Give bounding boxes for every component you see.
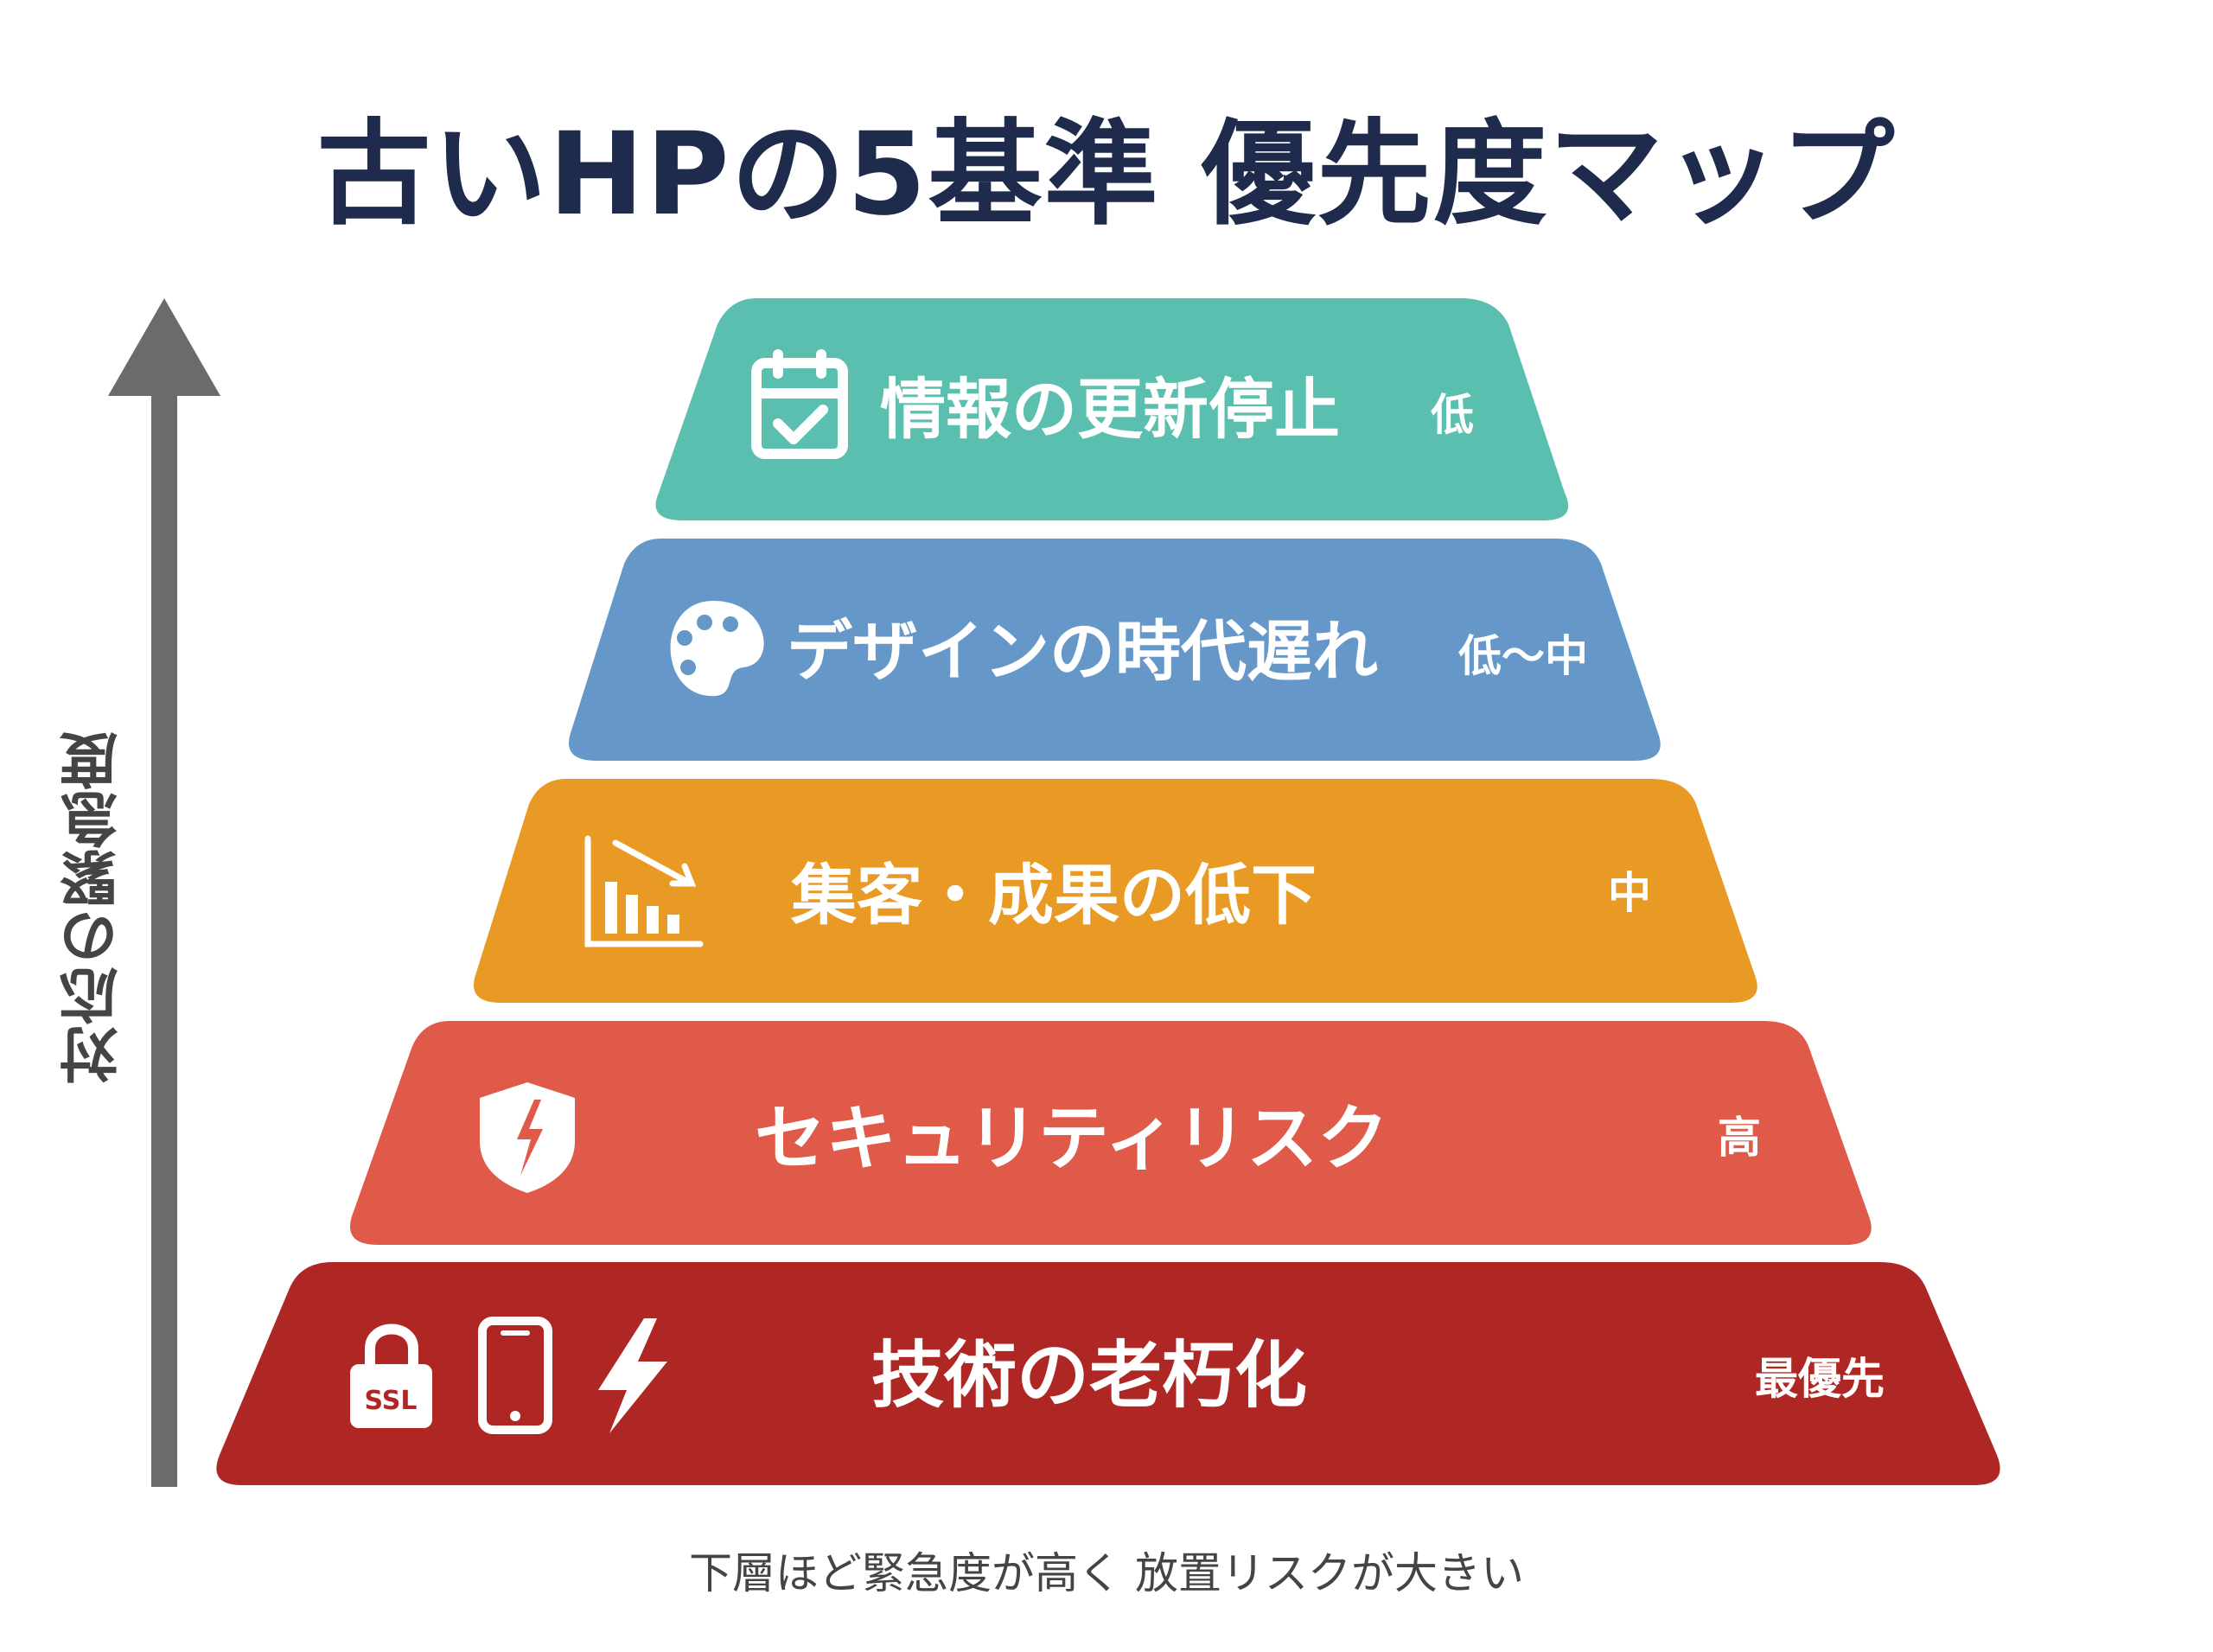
urgency-axis-label: 対応の緊急度 bbox=[61, 731, 129, 1084]
tier-shape bbox=[216, 1262, 2000, 1485]
page-title: 古いHPの5基準 優先度マップ bbox=[316, 108, 1897, 241]
priority-label: 最優先 bbox=[1755, 1354, 1885, 1404]
tier-label: 集客・成果の低下 bbox=[790, 857, 1317, 934]
tier-label: 技術の老朽化 bbox=[871, 1333, 1307, 1418]
footer-caption: 下層ほど緊急度が高く 放置リスクが大きい bbox=[689, 1548, 1524, 1598]
ssl-lock-icon: SSL bbox=[350, 1324, 432, 1428]
priority-label: 低 bbox=[1431, 390, 1474, 440]
tier-label: セキュリティリスク bbox=[755, 1098, 1388, 1180]
calendar-check-icon bbox=[751, 349, 848, 459]
priority-label: 中 bbox=[1608, 868, 1651, 918]
tier-design-outdated: デザインの時代遅れ 低〜中 bbox=[569, 539, 1661, 761]
tier-security-risk: セキュリティリスク 高 bbox=[350, 1021, 1872, 1245]
tier-label: デザインの時代遅れ bbox=[787, 613, 1378, 690]
tier-shape bbox=[569, 539, 1661, 761]
tier-shape bbox=[474, 779, 1757, 1003]
tier-info-update: 情報の更新停止 低 bbox=[655, 298, 1569, 520]
lightning-icon bbox=[598, 1318, 667, 1433]
tier-customer-results-decline: 集客・成果の低下 中 bbox=[474, 779, 1757, 1003]
shield-broken-icon bbox=[480, 1082, 575, 1193]
chart-down-icon bbox=[584, 835, 704, 947]
tier-shape bbox=[655, 298, 1569, 520]
ssl-text: SSL bbox=[365, 1386, 418, 1416]
priority-label: 高 bbox=[1718, 1113, 1761, 1163]
palette-icon bbox=[670, 601, 764, 697]
tier-technology-obsolescence: SSL 技術の老朽化 最優先 bbox=[216, 1262, 2000, 1485]
tier-shape bbox=[350, 1021, 1872, 1245]
tier-label: 情報の更新停止 bbox=[880, 371, 1340, 448]
priority-label: 低〜中 bbox=[1458, 631, 1588, 681]
smartphone-icon bbox=[478, 1317, 552, 1434]
urgency-arrow bbox=[108, 298, 220, 1487]
